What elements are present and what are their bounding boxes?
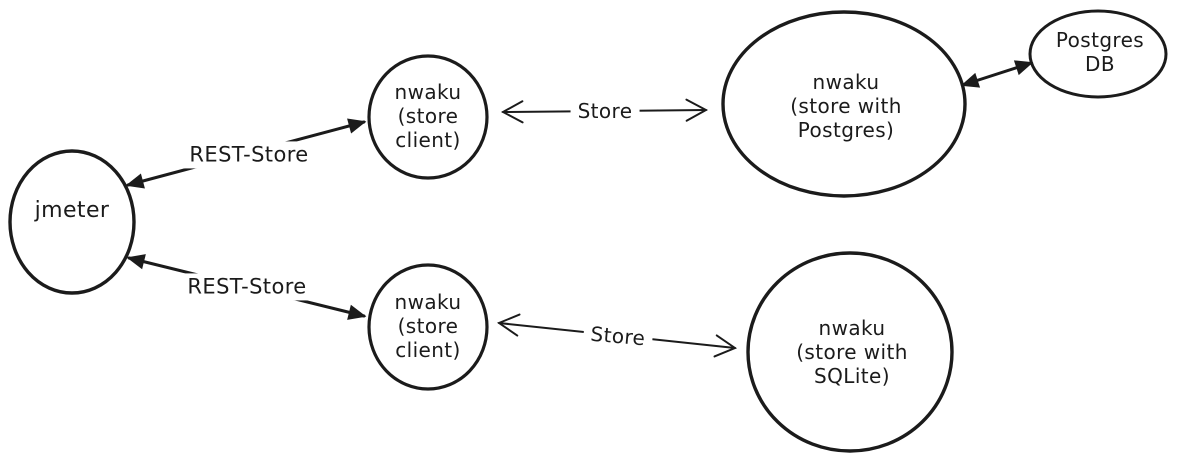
edge-store-bottom[interactable]: [496, 313, 738, 358]
edge-rest-store-top[interactable]: [125, 118, 367, 189]
edge-rest-store-bottom[interactable]: [126, 254, 367, 320]
node-postgres-db[interactable]: [1028, 9, 1168, 99]
node-nwaku-store-sqlite[interactable]: [746, 251, 954, 453]
node-nwaku-store-postgres[interactable]: [721, 10, 967, 198]
edge-postgres-db-link[interactable]: [960, 60, 1034, 88]
node-nwaku-store-client-bottom[interactable]: [367, 263, 489, 391]
edge-store-top[interactable]: [500, 98, 709, 124]
node-nwaku-store-client-top[interactable]: [367, 54, 489, 180]
node-jmeter[interactable]: [8, 149, 136, 295]
